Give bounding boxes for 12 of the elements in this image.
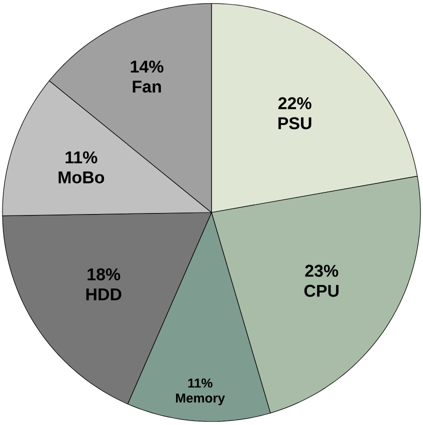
slice-label: PSU <box>278 117 312 130</box>
data-label: 14% <box>130 60 164 73</box>
slice-label: Fan <box>132 80 161 93</box>
data-label: 11% <box>66 151 98 164</box>
data-label: 22% <box>278 97 312 110</box>
slice-label: HDD <box>86 288 122 300</box>
slice-label: MoBo <box>58 172 104 184</box>
data-label: 23% <box>305 264 338 277</box>
data-label: 11% <box>188 378 212 388</box>
slice-label: Memory <box>176 394 225 406</box>
data-label: 18% <box>88 268 120 280</box>
slice-label: CPU <box>304 284 339 297</box>
